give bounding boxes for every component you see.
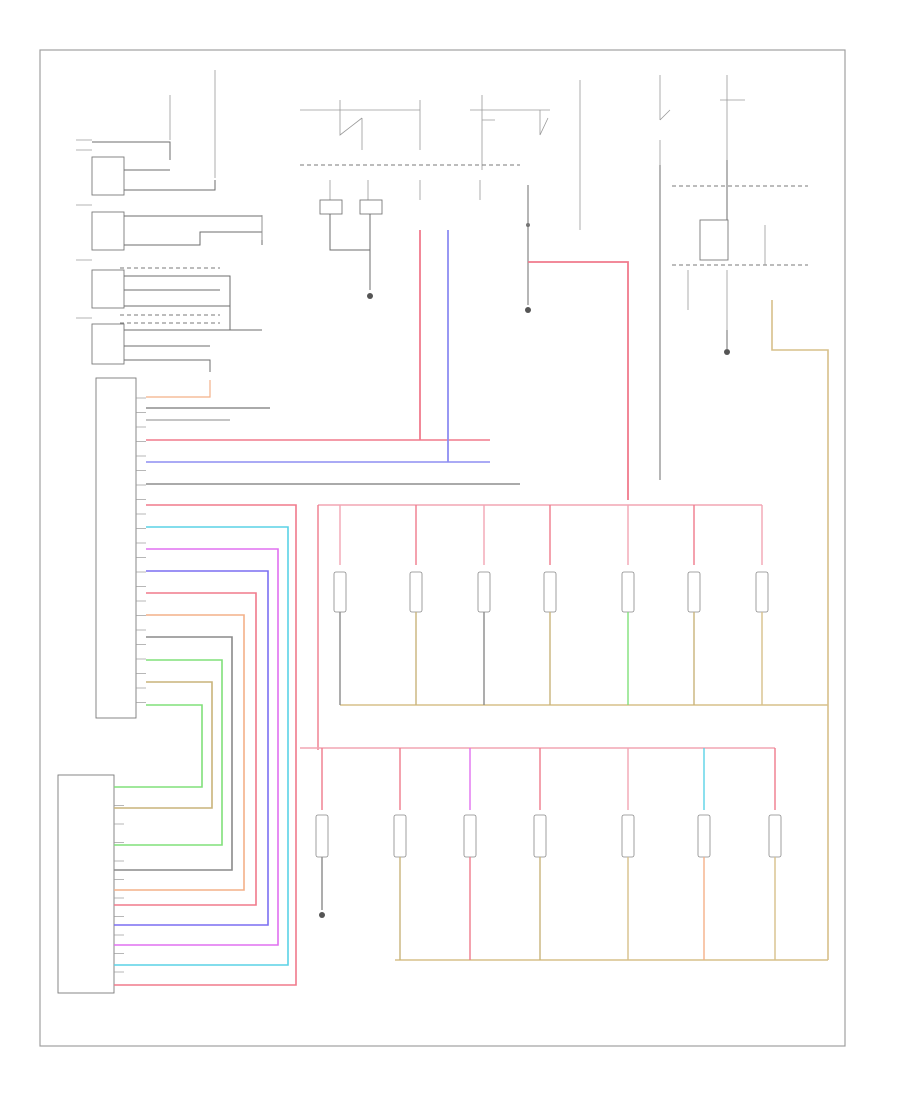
relay-box-right [699, 219, 729, 261]
wire-output-7 [114, 636, 233, 871]
switch-connector-box [57, 774, 115, 994]
control-module [95, 377, 146, 719]
row1-switch-1 [333, 571, 347, 613]
row2-switch-4 [533, 814, 547, 858]
wire-output-9 [114, 681, 213, 809]
switch-box-2 [91, 211, 125, 251]
ground-point-4 [319, 912, 325, 918]
row1-switch-5 [621, 571, 635, 613]
top-right-relays [579, 75, 808, 480]
ground-point-3 [724, 349, 730, 355]
colored-wires [114, 230, 629, 986]
row1-switch-2 [409, 571, 423, 613]
fuse-block-1 [319, 199, 343, 215]
left-switch-stack [76, 70, 263, 372]
wire-output-1 [114, 504, 297, 986]
wire-output-8 [114, 659, 223, 846]
device-row-2 [300, 747, 828, 961]
wire-output-10 [114, 704, 203, 788]
switch-box-4 [91, 323, 125, 365]
row2-switch-1 [315, 814, 329, 858]
row2-switch-6 [697, 814, 711, 858]
wire-output-3 [114, 548, 279, 946]
wire-output-6 [114, 614, 245, 891]
row2-switch-2 [393, 814, 407, 858]
row1-switch-6 [687, 571, 701, 613]
wire-orange-top [146, 380, 211, 398]
switch-connector [57, 774, 124, 994]
row1-switch-7 [755, 571, 769, 613]
row2-switch-3 [463, 814, 477, 858]
fuse-block-2 [359, 199, 383, 215]
wire-output-5 [114, 592, 257, 906]
switch-box-3 [91, 269, 125, 309]
row1-switch-4 [543, 571, 557, 613]
diagram-frame [39, 49, 846, 1047]
ground-point-2 [525, 307, 531, 313]
control-module-box [95, 377, 137, 719]
row2-switch-5 [621, 814, 635, 858]
wire-output-2 [114, 526, 289, 966]
row1-switch-3 [477, 571, 491, 613]
top-center-relays [300, 95, 550, 313]
ground-point-1 [367, 293, 373, 299]
device-row-1 [317, 300, 829, 960]
wire-output-4 [114, 570, 269, 926]
switch-box-1 [91, 156, 125, 196]
row2-switch-7 [768, 814, 782, 858]
bus-right-tan [771, 300, 829, 960]
wire-red-top-right [528, 261, 629, 500]
